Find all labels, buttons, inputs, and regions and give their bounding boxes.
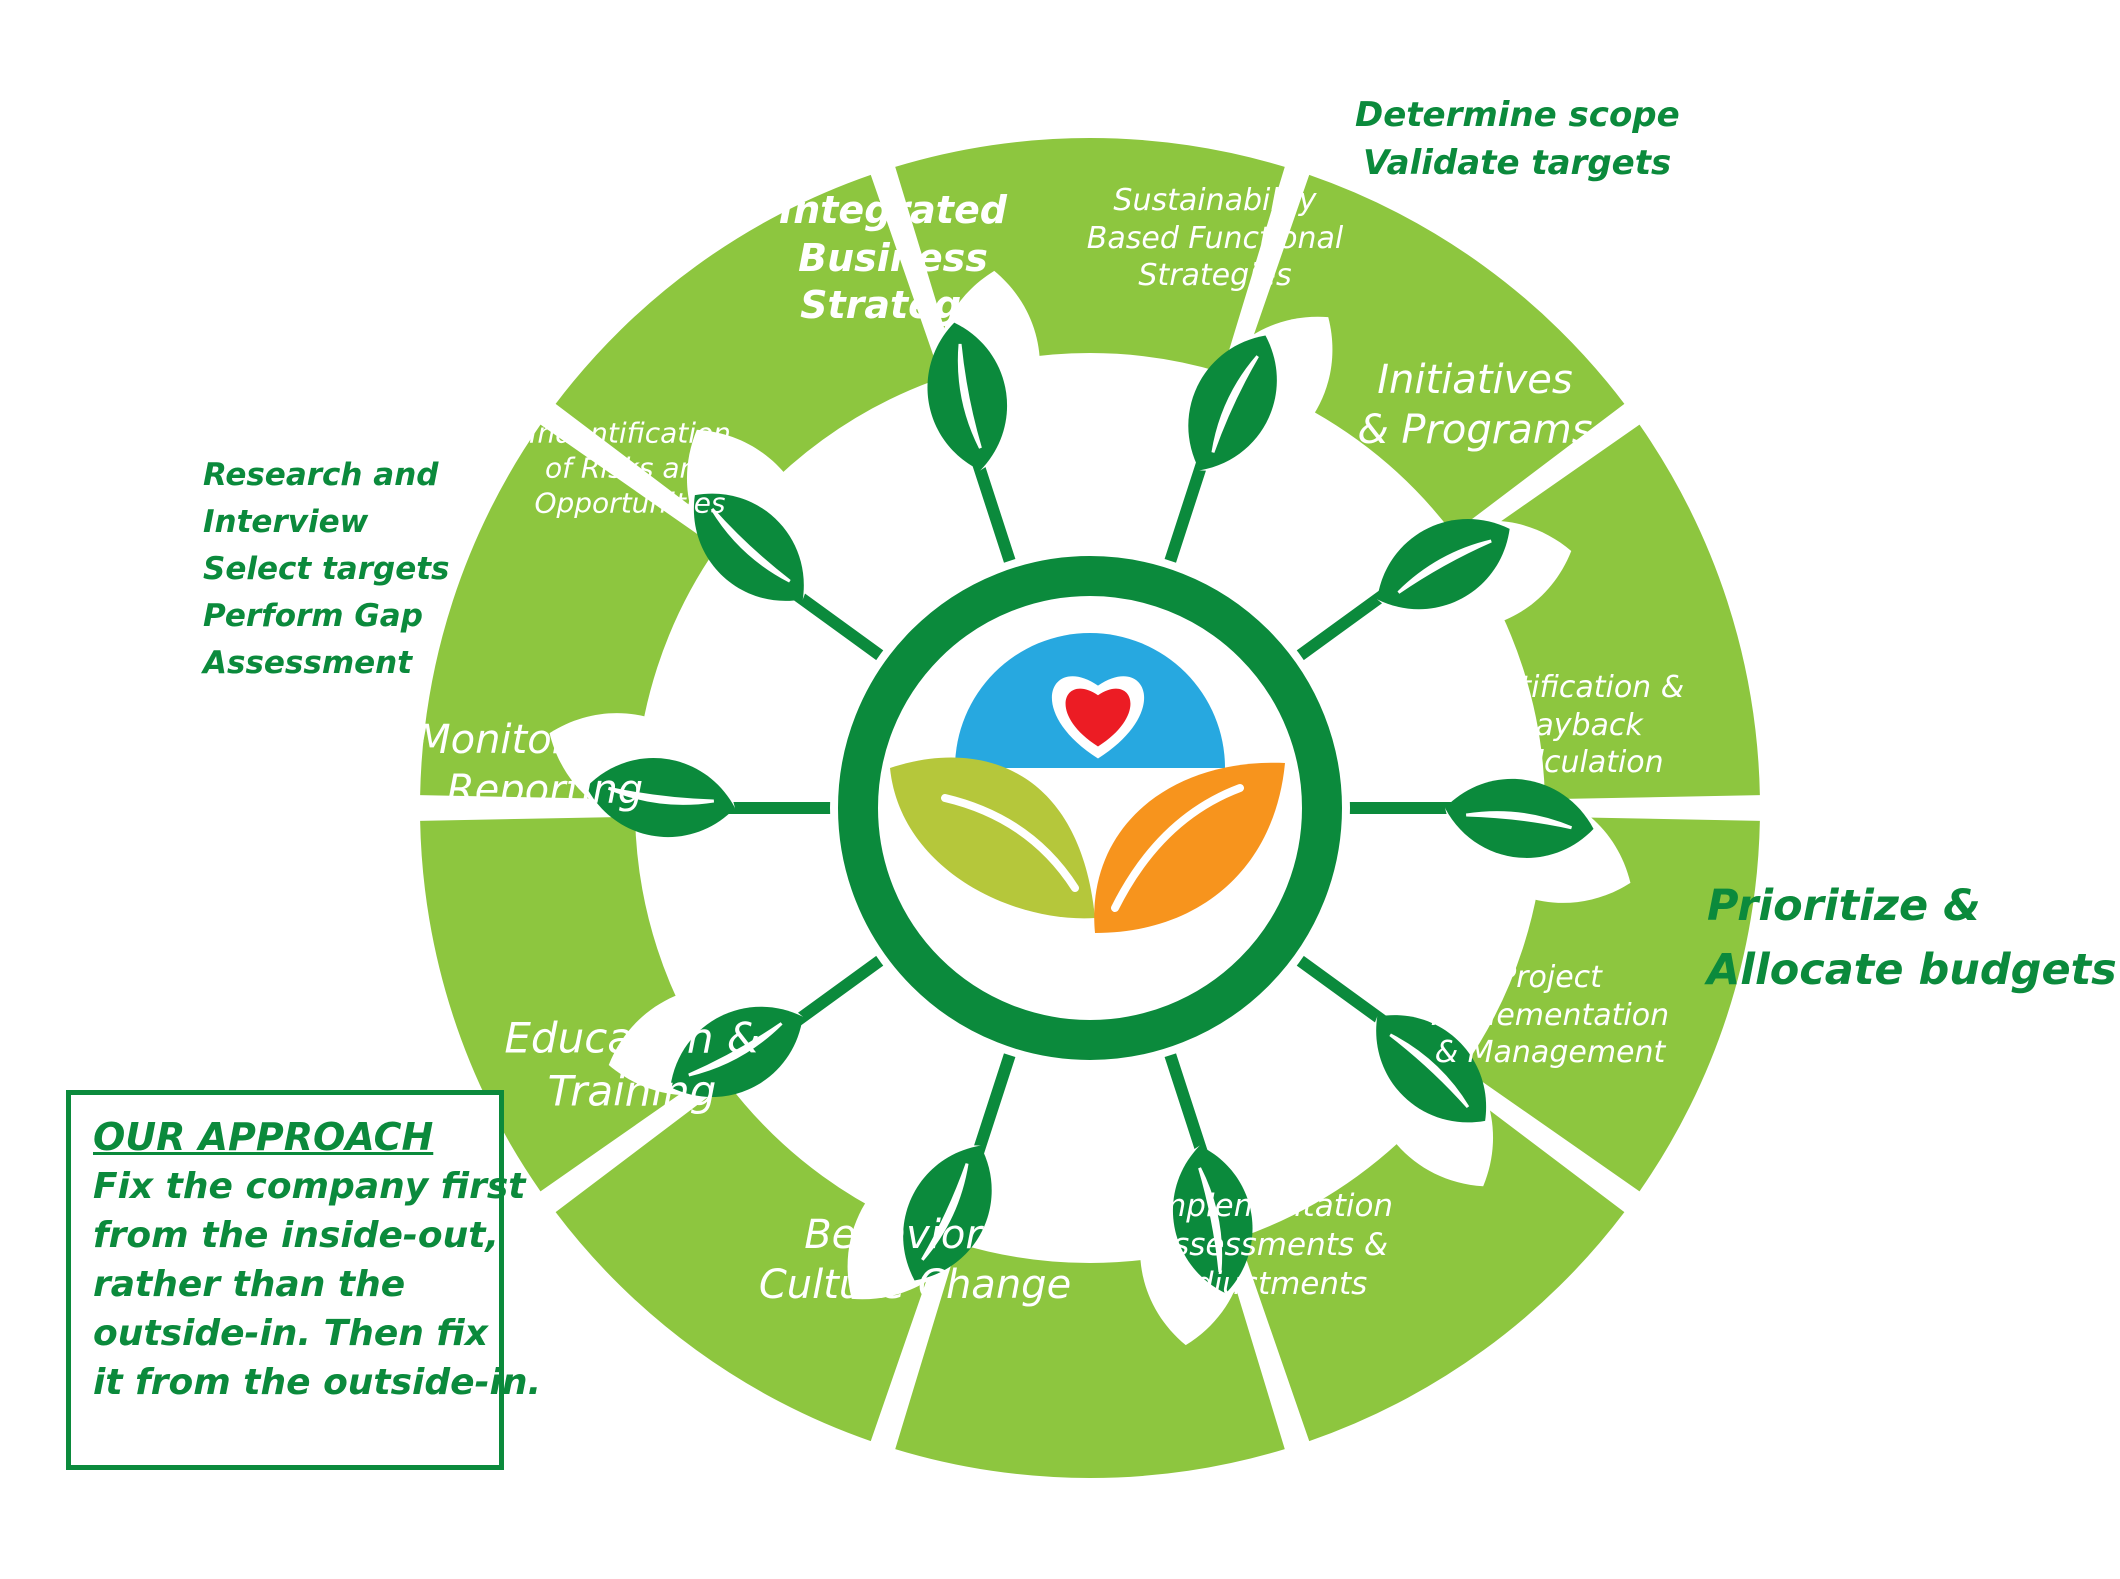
segment-label-education-training: Education &Training [504, 1013, 759, 1118]
segment-label-line: Implementation [1146, 1187, 1394, 1224]
leaf-stem [971, 454, 1018, 572]
ring-segment-sustainability-functional-strategies [1238, 174, 1625, 534]
segment-label-line: of Risks and [544, 451, 716, 485]
approach-line: rather than the [93, 1263, 406, 1305]
segment-label-line: Initiatives [1377, 357, 1573, 403]
segment-label-line: Justification & [1475, 669, 1685, 705]
ring-segment-identification-risks [555, 174, 942, 534]
approach-line: outside-in. Then fix [93, 1312, 488, 1354]
leaf-icon [1376, 1015, 1487, 1123]
note-determine-scope: Determine scope Validate targets [1355, 92, 1680, 187]
ring-segment-justification-payback [1463, 816, 1760, 1192]
hub-ring [838, 556, 1342, 1060]
segment-label-behavior-culture-change: Behavior &Culture Change [759, 1210, 1071, 1310]
segment-label-line: Culture Change [758, 1262, 1072, 1308]
ring-segment-behavior-culture-change [555, 1082, 942, 1442]
heart-sun-leaves-icon [890, 633, 1285, 933]
approach-line: from the inside-out, [93, 1214, 500, 1256]
leaf-stem [788, 587, 890, 665]
ring-segment-monitoring-reporting [420, 424, 717, 800]
leaf-stem [788, 951, 890, 1029]
segment-label-initiatives-programs: Initiatives& Programs [1357, 355, 1592, 455]
leaf-stem [971, 1044, 1018, 1162]
leaf-stem [1162, 454, 1209, 572]
leaf-icon [693, 493, 804, 601]
note-line: Prioritize & [1707, 881, 1981, 931]
segment-label-line: Monitoring & [416, 717, 674, 763]
segment-label-line: Calculation [1496, 744, 1664, 780]
note-line: Allocate budgets [1707, 944, 2117, 995]
segment-label-line: Assessments & [1151, 1226, 1389, 1263]
segment-label-line: Opportunities [534, 486, 726, 520]
segment-label-line: Strategies [1138, 257, 1292, 293]
leaf-icon [586, 758, 735, 837]
leaf-stem [1162, 1044, 1209, 1162]
segment-label-line: & Programs [1357, 407, 1593, 453]
hub-background [830, 548, 1350, 1068]
note-research: Research and Interview Select targets Pe… [203, 452, 450, 688]
leaf-stem [1290, 951, 1392, 1029]
segment-label-line: Project [1498, 959, 1602, 995]
note-line: Select targets [203, 551, 450, 588]
segment-label-line: Payback [1517, 707, 1643, 743]
leaf-icon [903, 1145, 992, 1281]
ring-segment-project-implementation [1238, 1082, 1625, 1442]
segment-label-line: Strategy [800, 282, 986, 327]
segment-label-line: Adjustments [1172, 1265, 1368, 1302]
segment-label-line: Based Functional [1086, 220, 1344, 256]
note-line: Perform Gap [203, 598, 423, 635]
segment-label-line: Education & [504, 1013, 760, 1063]
approach-line: Fix the company first [93, 1166, 526, 1207]
ring-segment-initiatives-programs [1463, 424, 1760, 800]
segment-label-line: Reporting [446, 767, 644, 813]
leaf-icon [1188, 335, 1277, 471]
approach-line: it from the outside-in. [93, 1361, 542, 1403]
segment-label-line: Training [547, 1066, 717, 1115]
our-approach-box: OUR APPROACH Fix the company first from … [66, 1090, 542, 1470]
segment-label-line: Implementation [1430, 997, 1670, 1033]
segment-label-line: Indentification [529, 416, 731, 450]
leaf-icon [670, 1006, 803, 1097]
segment-label-line: Integrated [779, 187, 1007, 232]
segment-label-line: Sustainability [1113, 182, 1317, 218]
note-line: Research and [203, 457, 439, 493]
note-line: Interview [203, 504, 369, 541]
note-line: Determine scope [1355, 95, 1680, 135]
note-prioritize: Prioritize & Allocate budgets [1707, 875, 2117, 1002]
note-line: Validate targets [1363, 142, 1672, 183]
segment-label-monitoring-reporting: Monitoring &Reporting [416, 715, 674, 815]
segment-label-line: Business [798, 235, 988, 280]
leaf-stem [1290, 587, 1392, 665]
leaf-icon [1445, 779, 1594, 858]
approach-title: OUR APPROACH [93, 1115, 434, 1159]
note-line: Assessment [203, 645, 413, 682]
approach-text: Fix the company first from the inside-ou… [93, 1163, 542, 1408]
segment-label-line: & Management [1434, 1034, 1666, 1070]
leaf-icon [1172, 1145, 1253, 1294]
leaf-icon [1377, 519, 1510, 610]
segment-label-line: Behavior & [804, 1212, 1026, 1258]
leaf-icon [927, 322, 1008, 471]
